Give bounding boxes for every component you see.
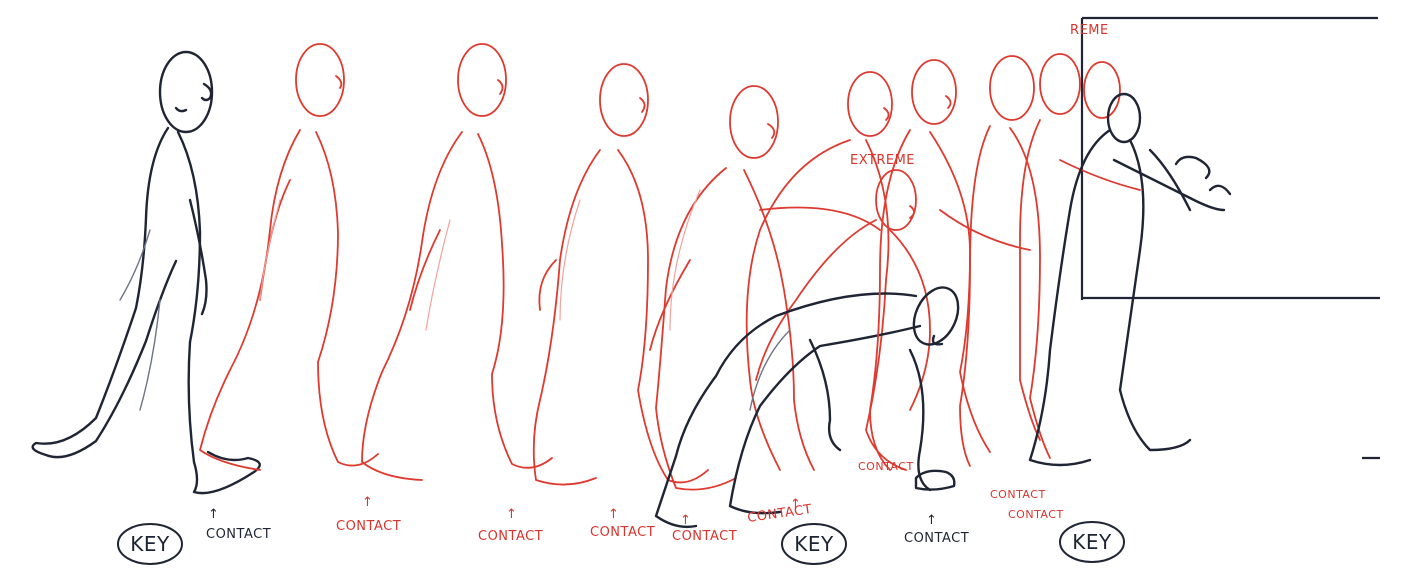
extreme-label-fragment: REME (1070, 23, 1109, 38)
contact-label-8: CONTACT (904, 531, 969, 546)
key-label-3: KEY (1060, 522, 1124, 562)
walk-inbetween-5-figure (650, 86, 814, 490)
push-key-3-figure (1030, 94, 1230, 465)
contact-arrow-3: ↑ (506, 507, 517, 522)
contact-label-4: CONTACT (590, 525, 655, 540)
door-frame (1082, 18, 1380, 458)
contact-arrow-1: ↑ (208, 507, 219, 522)
svg-text:KEY: KEY (794, 532, 834, 556)
extreme-label: EXTREME (850, 153, 915, 168)
svg-text:KEY: KEY (130, 532, 170, 556)
svg-text:KEY: KEY (1072, 530, 1112, 554)
rise-inbetween-1-figure (870, 60, 1030, 470)
key-label-2: KEY (782, 524, 846, 564)
contact-label-2: CONTACT (336, 519, 401, 534)
walk-inbetween-3-figure (362, 44, 552, 480)
contact-label-1: CONTACT (206, 527, 271, 542)
bend-extreme-figure (756, 170, 930, 410)
key-label-1: KEY (118, 524, 182, 564)
contact-label-3: CONTACT (478, 529, 543, 544)
contact-label-6: CONTACT (746, 502, 813, 526)
walk-key-1-figure (33, 52, 260, 493)
contact-arrow-2: ↑ (362, 495, 373, 510)
walk-inbetween-6-figure (747, 72, 906, 470)
rise-inbetween-2-figure (960, 54, 1140, 466)
contact-arrow-8: ↑ (926, 513, 937, 528)
contact-label-5: CONTACT (672, 529, 737, 544)
contact-arrow-4: ↑ (608, 507, 619, 522)
contact-arrow-5: ↑ (680, 513, 691, 528)
contact-label-9: CONTACT (990, 488, 1046, 501)
contact-label-7: CONTACT (858, 460, 914, 473)
contact-label-10: CONTACT (1008, 508, 1064, 521)
walk-inbetween-2-figure (200, 44, 378, 470)
